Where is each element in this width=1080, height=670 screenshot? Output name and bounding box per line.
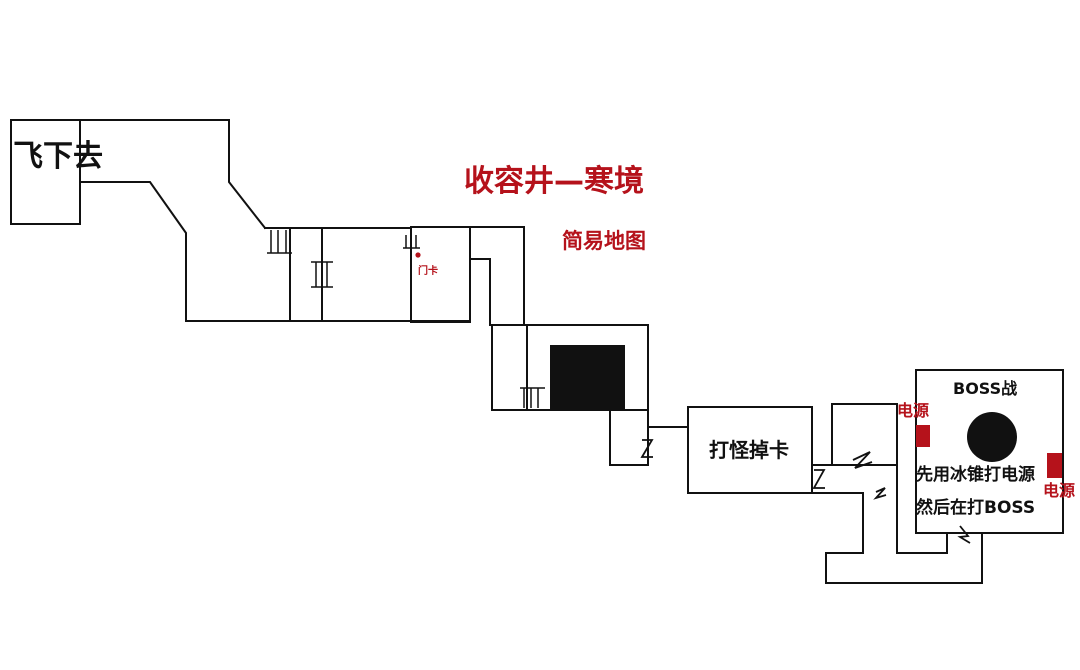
stairs-icons xyxy=(267,230,545,408)
lower-passage xyxy=(609,409,649,466)
power-source-right xyxy=(1047,453,1062,478)
zigzag-icon xyxy=(852,451,873,469)
stairs-icon xyxy=(267,230,292,254)
keycard-room xyxy=(410,226,471,323)
start-room xyxy=(10,119,81,225)
black-block xyxy=(550,345,625,410)
side-room xyxy=(831,403,898,466)
power-label-left: 电源 xyxy=(897,401,929,420)
stairs-icon xyxy=(520,387,545,408)
shaft-inner-wall xyxy=(469,258,491,326)
instruction-line-1: 先用冰锥打电源 xyxy=(916,464,1035,485)
fly-down-label: 飞下去 xyxy=(13,139,103,174)
zigzag-icon xyxy=(640,439,654,458)
zigzag-icon xyxy=(873,487,887,500)
corridor-upper-wall xyxy=(79,119,267,230)
instruction-line-2: 然后在打BOSS xyxy=(916,497,1035,518)
zigzag-icons xyxy=(640,439,971,544)
keycard-label: 门卡 xyxy=(418,264,438,277)
loop-corridor-inner xyxy=(896,464,948,554)
power-label-right: 电源 xyxy=(1043,481,1075,500)
monster-room xyxy=(687,406,813,494)
corridor-lower-wall xyxy=(79,181,471,322)
boss-room xyxy=(915,369,1064,534)
stairs-icon xyxy=(311,261,333,288)
keycard-marker xyxy=(415,252,421,258)
map-subtitle: 简易地图 xyxy=(562,229,646,253)
zigzag-icon xyxy=(957,525,971,544)
boss-marker xyxy=(967,412,1017,462)
stairs-icon xyxy=(403,235,420,249)
monster-drop-label: 打怪掉卡 xyxy=(709,438,789,462)
loop-corridor-outer xyxy=(811,492,983,584)
boss-fight-label: BOSS战 xyxy=(953,379,1017,398)
map-walls xyxy=(10,119,1064,584)
power-source-left xyxy=(916,425,930,447)
shaft-outer-wall xyxy=(469,226,525,326)
zigzag-icon xyxy=(812,469,826,489)
map-title: 收容井—寒境 xyxy=(464,164,644,199)
